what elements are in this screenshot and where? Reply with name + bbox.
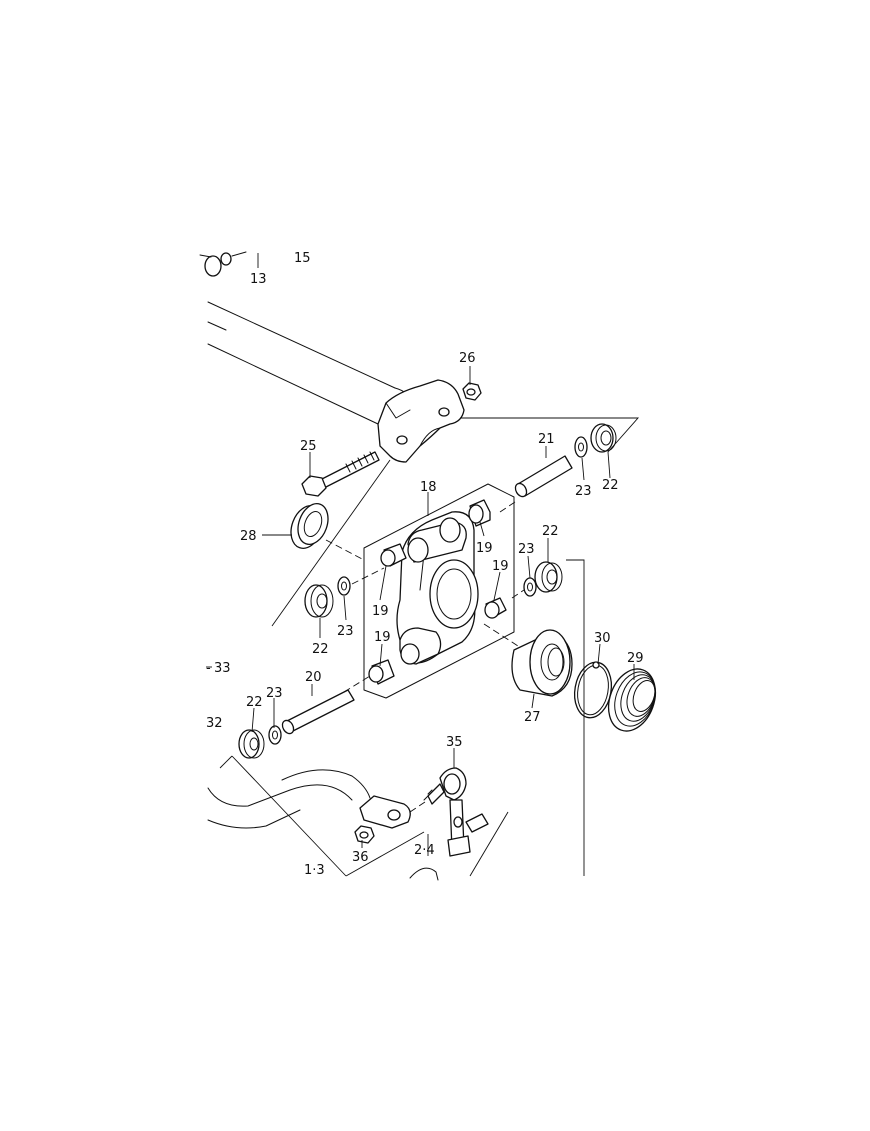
label-20: 20 xyxy=(305,670,322,685)
label-33-number: 33 xyxy=(214,661,231,676)
label-28: 28 xyxy=(240,529,257,544)
nut-26 xyxy=(462,382,482,401)
axle-beam xyxy=(207,301,413,425)
part-labels: 13 15 26 25 21 23 22 18 28 19 23 22 19 1… xyxy=(206,251,644,878)
label-30: 30 xyxy=(594,631,611,646)
bushing-22-left xyxy=(304,584,334,618)
label-leaders xyxy=(206,253,635,856)
nut-36 xyxy=(354,825,375,844)
sleeve-20 xyxy=(281,689,355,735)
seal-28 xyxy=(290,503,329,549)
washer-23-left xyxy=(337,576,351,596)
stabilizer-bar xyxy=(207,769,411,829)
bushing-22-upper xyxy=(590,423,617,453)
sleeve-21 xyxy=(514,455,573,498)
explode-lines xyxy=(325,499,525,813)
label-19-right: 19 xyxy=(492,559,509,574)
bushing-22-lower xyxy=(238,729,265,759)
wheel-bearing-27 xyxy=(511,629,573,697)
mounting-bracket xyxy=(377,379,465,463)
stub-2-4 xyxy=(409,867,439,881)
coupling-rod-35 xyxy=(423,767,489,857)
label-19-bottom: 19 xyxy=(374,630,391,645)
label-27: 27 xyxy=(524,710,541,725)
label-19-left: 19 xyxy=(372,604,389,619)
label-2-4: 2·4 xyxy=(414,843,435,858)
pin-19-left xyxy=(380,543,407,567)
label-19-top: 19 xyxy=(476,541,493,556)
label-21: 21 xyxy=(538,432,555,447)
label-26: 26 xyxy=(459,351,476,366)
label-23-upper: 23 xyxy=(575,484,592,499)
label-23-lower: 23 xyxy=(266,686,283,701)
label-22-lower: 22 xyxy=(246,695,263,710)
label-25: 25 xyxy=(300,439,317,454)
washer-23-lower xyxy=(268,725,282,745)
pin-19-right xyxy=(484,597,507,619)
label-29: 29 xyxy=(627,651,644,666)
label-23-left: 23 xyxy=(337,624,354,639)
bushing-13-stub xyxy=(199,251,247,277)
label-23-right: 23 xyxy=(518,542,535,557)
bolt-25 xyxy=(301,451,380,497)
label-18: 18 xyxy=(420,480,437,495)
label-32: 32 xyxy=(206,716,223,731)
label-22-right: 22 xyxy=(542,524,559,539)
washer-23-right xyxy=(523,577,537,597)
pin-19-top xyxy=(468,499,491,527)
washer-23-upper xyxy=(574,436,588,458)
label-15: 15 xyxy=(294,251,311,266)
bushing-22-right xyxy=(534,561,563,593)
label-33: - xyxy=(206,661,211,676)
label-22-left: 22 xyxy=(312,642,329,657)
housing-frame xyxy=(363,483,515,699)
wheel-bearing-housing-18 xyxy=(396,511,479,665)
pin-19-bottom xyxy=(368,659,395,685)
label-22-upper: 22 xyxy=(602,478,619,493)
coil-29 xyxy=(607,668,657,732)
label-35: 35 xyxy=(446,735,463,750)
label-36: 36 xyxy=(352,850,369,865)
label-13: 13 xyxy=(250,272,267,287)
label-1-3: 1·3 xyxy=(304,863,325,878)
reference-lines xyxy=(219,417,639,877)
